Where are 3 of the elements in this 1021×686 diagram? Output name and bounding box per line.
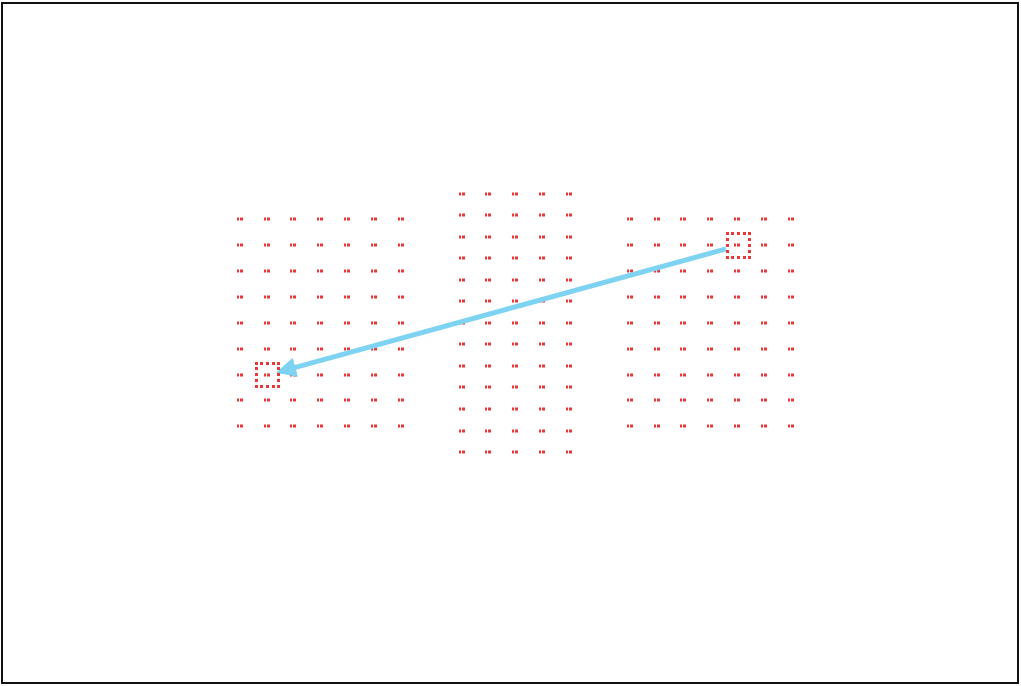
arrow bbox=[276, 246, 727, 377]
dotted-box bbox=[255, 362, 280, 388]
dotted-box bbox=[726, 232, 751, 259]
